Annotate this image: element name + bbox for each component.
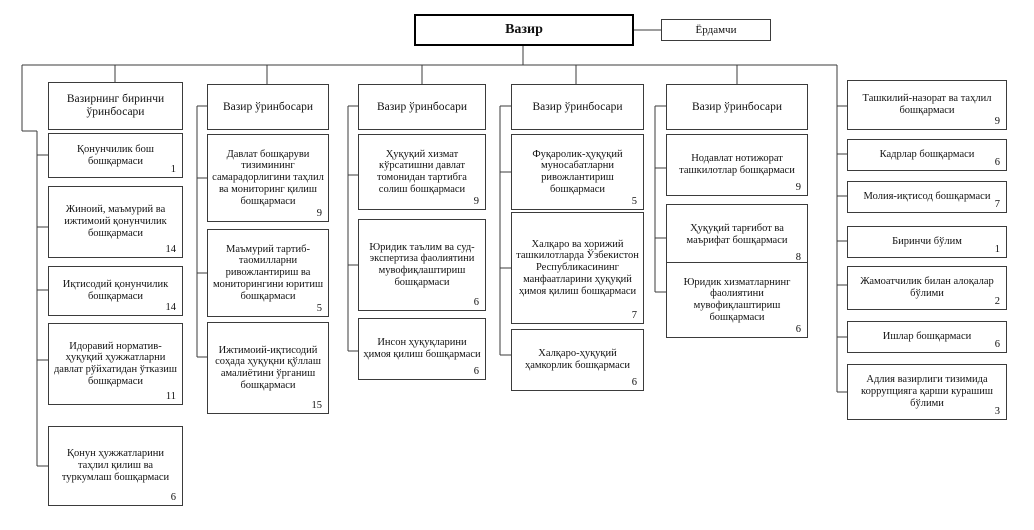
unit-box[interactable]: Ишлар бошқармаси 6 [847,321,1007,353]
unit-count: 6 [170,492,176,504]
root-node-label: Вазир [505,22,543,38]
unit-count: 9 [795,182,801,194]
root-node-minister[interactable]: Вазир [414,14,634,46]
unit-box[interactable]: Идоравий норматив-ҳуқуқий ҳужжатларни да… [48,323,183,405]
unit-box[interactable]: Қонун ҳужжатларини таҳлил қилиш ва турку… [48,426,183,506]
unit-label: Юридик хизматларнинг фаолиятини мувофиқл… [683,276,791,323]
unit-label: Ишлар бошқармаси [882,331,972,343]
unit-box[interactable]: Жиноий, маъмурий ва ижтимоий қонунчилик … [48,186,183,258]
column-head-label: Вазир ўринбосари [532,100,623,113]
unit-label: Идоравий норматив-ҳуқуқий ҳужжатларни да… [53,340,178,387]
unit-label: Инсон ҳуқуқларини ҳимоя қилиш бошқармаси [363,337,481,360]
unit-count: 8 [795,252,801,264]
unit-count: 2 [994,296,1000,308]
unit-count: 6 [994,157,1000,169]
unit-count: 6 [994,339,1000,351]
unit-box[interactable]: Жамоатчилик билан алоқалар бўлими 2 [847,266,1007,310]
unit-label: Ташкилий-назорат ва таҳлил бошқармаси [862,93,992,116]
column-head-col-5[interactable]: Вазир ўринбосари [666,84,808,130]
unit-label: Молия-иқтисод бошқармаси [863,191,991,203]
unit-count: 14 [165,302,177,314]
unit-box[interactable]: Юридик хизматларнинг фаолиятини мувофиқл… [666,262,808,338]
unit-box[interactable]: Халқаро-ҳуқуқий ҳамкорлик бошқармаси 6 [511,329,644,391]
aide-node[interactable]: Ёрдамчи [661,19,771,41]
unit-count: 1 [170,164,176,176]
unit-box[interactable]: Фуқаролик-ҳуқуқий муносабатларни ривожла… [511,134,644,210]
unit-box[interactable]: Иқтисодий қонунчилик бошқармаси 14 [48,266,183,316]
unit-box[interactable]: Ҳуқуқий тарғибот ва маърифат бошқармаси … [666,204,808,266]
column-head-col-2[interactable]: Вазир ўринбосари [207,84,329,130]
unit-count: 6 [795,324,801,336]
unit-label: Халқаро-ҳуқуқий ҳамкорлик бошқармаси [524,348,631,371]
unit-box[interactable]: Молия-иқтисод бошқармаси 7 [847,181,1007,213]
unit-box[interactable]: Қонунчилик бош бошқармаси 1 [48,133,183,178]
unit-count: 6 [473,366,479,378]
unit-box[interactable]: Юридик таълим ва суд-экспертиза фаолияти… [358,219,486,311]
column-head-col-3[interactable]: Вазир ўринбосари [358,84,486,130]
unit-box[interactable]: Ҳуқуқий хизмат кўрсатишни давлат томонид… [358,134,486,210]
column-head-label: Вазир ўринбосари [691,100,783,113]
unit-box[interactable]: Нодавлат нотижорат ташкилотлар бошқармас… [666,134,808,196]
unit-label: Биринчи бўлим [892,236,962,248]
unit-label: Ижтимоий-иқтисодий соҳада ҳуқуқни қўллаш… [215,344,321,391]
column-head-label: Вазир ўринбосари [376,100,468,113]
column-head-label: Вазир ўринбосари [222,100,314,113]
unit-box[interactable]: Инсон ҳуқуқларини ҳимоя қилиш бошқармаси… [358,318,486,380]
unit-box[interactable]: Маъмурий тартиб-таомилларни ривожлантири… [207,229,329,317]
unit-count: 6 [631,377,637,389]
unit-label: Ҳуқуқий тарғибот ва маърифат бошқармаси [686,223,788,246]
unit-label: Ҳуқуқий хизмат кўрсатишни давлат томонид… [377,148,467,195]
unit-label: Кадрлар бошқармаси [879,149,975,161]
unit-count: 5 [631,196,637,208]
unit-label: Қонун ҳужжатларини таҳлил қилиш ва турку… [61,448,170,483]
unit-box[interactable]: Ташкилий-назорат ва таҳлил бошқармаси 9 [847,80,1007,130]
unit-count: 5 [316,303,322,315]
unit-count: 7 [631,310,637,322]
unit-count: 15 [311,400,323,412]
unit-label: Жамоатчилик билан алоқалар бўлими [860,276,994,299]
unit-box[interactable]: Кадрлар бошқармаси 6 [847,139,1007,171]
unit-label: Юридик таълим ва суд-экспертиза фаолияти… [369,241,475,288]
unit-count: 9 [473,196,479,208]
unit-label: Жиноий, маъмурий ва ижтимоий қонунчилик … [64,204,167,239]
aide-node-label: Ёрдамчи [695,23,737,36]
column-head-col-1[interactable]: Вазирнинг биринчи ўринбосари [48,82,183,130]
unit-label: Иқтисодий қонунчилик бошқармаси [62,279,169,302]
unit-box[interactable]: Адлия вазирлиги тизимида коррупцияга қар… [847,364,1007,420]
unit-count: 9 [994,116,1000,128]
unit-count: 14 [165,244,177,256]
unit-count: 11 [165,391,176,403]
unit-label: Нодавлат нотижорат ташкилотлар бошқармас… [679,153,795,176]
unit-label: Адлия вазирлиги тизимида коррупцияга қар… [861,374,993,409]
unit-box[interactable]: Ижтимоий-иқтисодий соҳада ҳуқуқни қўллаш… [207,322,329,414]
unit-label: Халқаро ва хорижий ташкилотларда Ўзбекис… [516,238,639,297]
unit-label: Давлат бошқаруви тизимининг самарадорлиг… [212,148,324,207]
unit-box[interactable]: Давлат бошқаруви тизимининг самарадорлиг… [207,134,329,222]
unit-box[interactable]: Халқаро ва хорижий ташкилотларда Ўзбекис… [511,212,644,324]
unit-count: 9 [316,208,322,220]
unit-label: Маъмурий тартиб-таомилларни ривожлантири… [212,243,324,302]
unit-label: Қонунчилик бош бошқармаси [77,143,154,167]
unit-count: 7 [994,199,1000,211]
unit-count: 6 [473,297,479,309]
column-head-col-4[interactable]: Вазир ўринбосари [511,84,644,130]
column-head-label: Вазирнинг биринчи ўринбосари [66,93,165,118]
unit-box[interactable]: Биринчи бўлим 1 [847,226,1007,258]
unit-count: 1 [994,244,1000,256]
unit-label: Фуқаролик-ҳуқуқий муносабатларни ривожла… [532,148,623,195]
unit-count: 3 [994,406,1000,418]
